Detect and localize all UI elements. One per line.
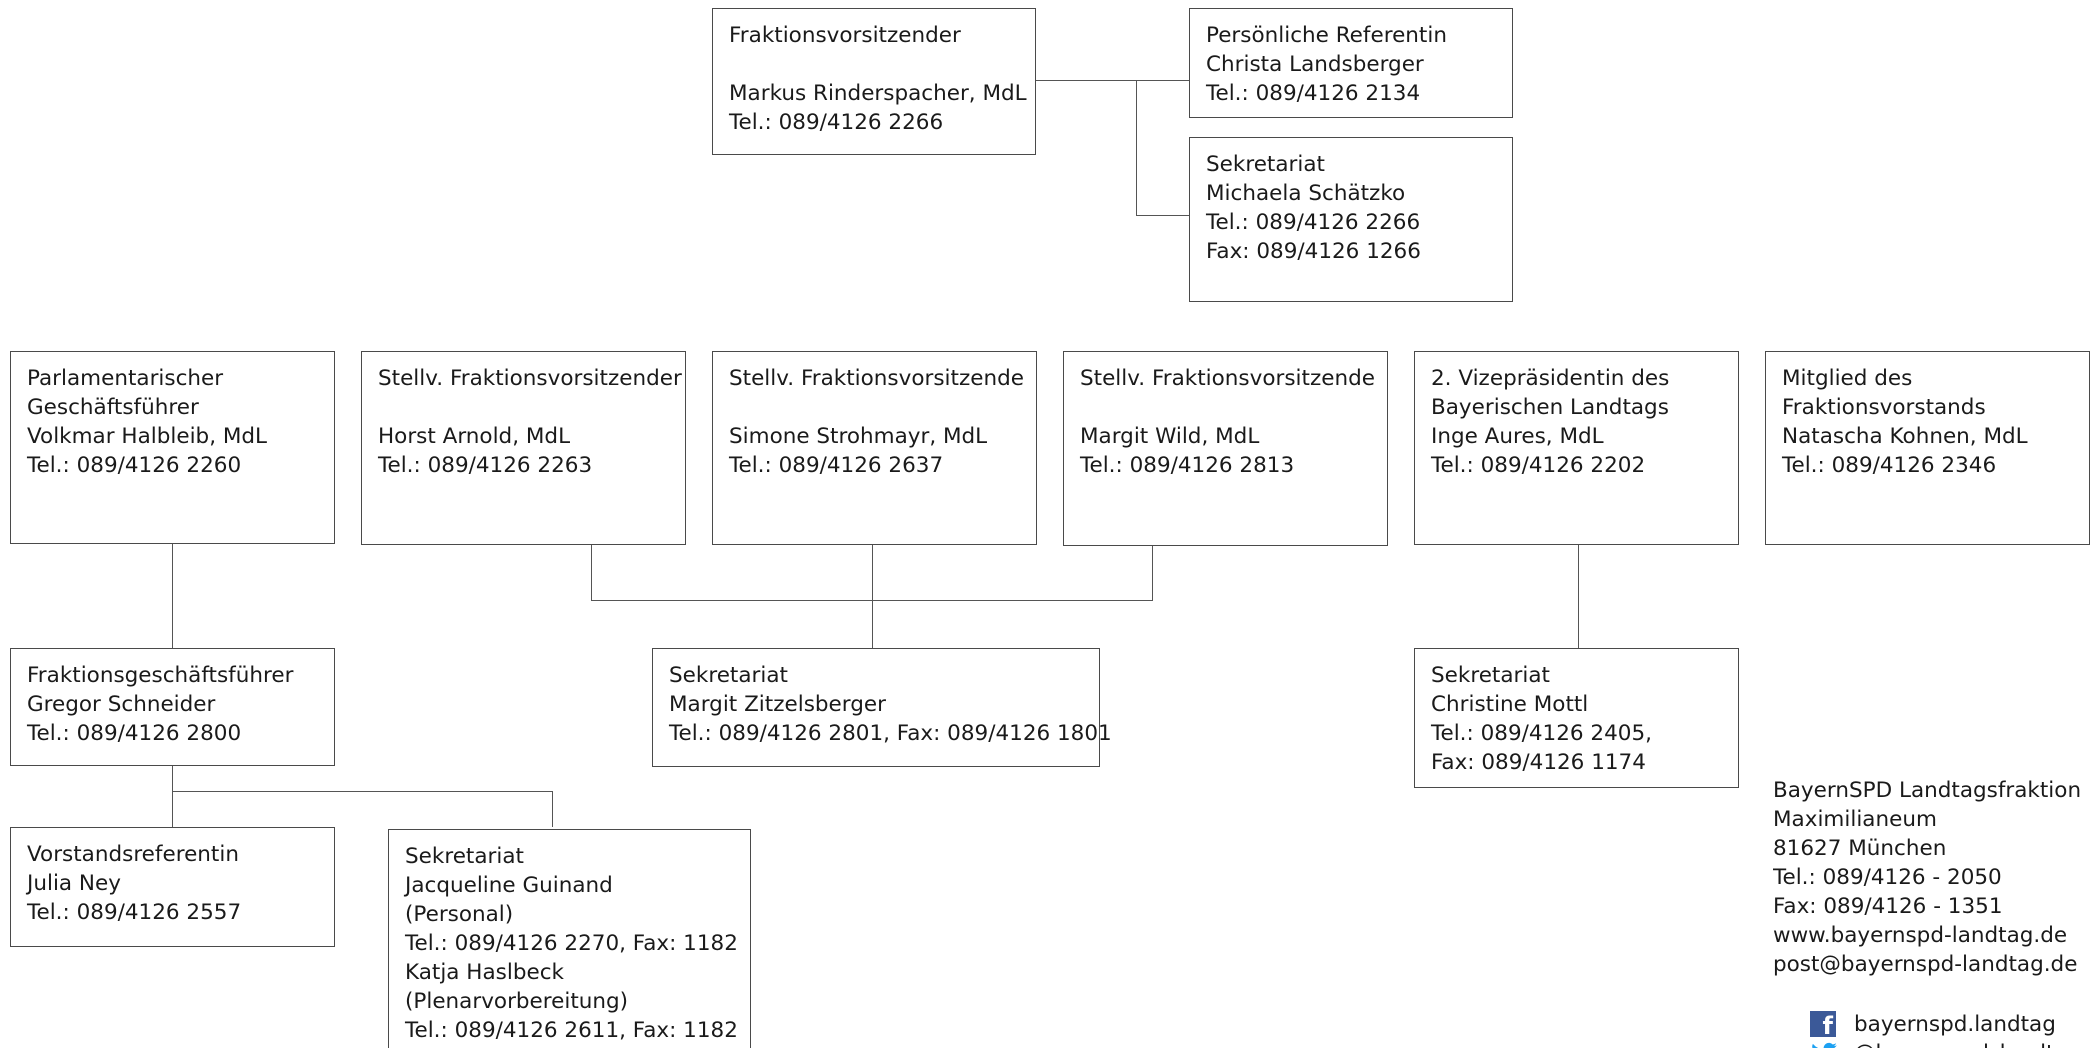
contact-phone: Tel.: 089/4126 - 2050 [1773,865,2002,890]
deputy-box: Parlamentarischer Geschäftsführer Volkma… [10,351,335,544]
box-title: Geschäftsführer [27,395,199,420]
connector-line [1152,545,1154,601]
person-name: Gregor Schneider [27,692,216,717]
board-referentin-box: Vorstandsreferentin Julia Ney Tel.: 089/… [10,827,335,947]
phone-number: Tel.: 089/4126 2405, [1431,721,1652,746]
website-link[interactable]: www.bayernspd-landtag.de [1773,923,2068,948]
box-title: Persönliche Referentin [1206,23,1447,48]
connector-line [172,791,553,793]
connector-line [1036,80,1189,82]
phone-number: Tel.: 089/4126 2346 [1782,453,1997,478]
connector-line [872,545,874,649]
connector-line [1136,215,1189,217]
connector-line [1136,80,1138,216]
person-role: (Plenarvorbereitung) [405,989,629,1014]
box-title: Mitglied des [1782,366,1913,391]
postal-city: 81627 München [1773,836,1947,861]
person-name: Margit Zitzelsberger [669,692,886,717]
box-title: Sekretariat [1431,663,1550,688]
phone-number: Tel.: 089/4126 2611, Fax: 1182 [405,1018,738,1043]
managing-director-secretariat-box: Sekretariat Jacqueline Guinand (Personal… [388,829,751,1048]
facebook-handle: bayernspd.landtag [1854,1012,2056,1037]
deputy-box: Stellv. Fraktionsvorsitzende Simone Stro… [712,351,1037,545]
person-name: Julia Ney [27,871,121,896]
connector-line [1578,545,1580,649]
building-name: Maximilianeum [1773,807,1937,832]
facebook-link[interactable]: f bayernspd.landtag [1810,1011,2096,1039]
phone-number: Tel.: 089/4126 2266 [1206,210,1421,235]
box-title: Bayerischen Landtags [1431,395,1669,420]
connector-line [552,791,554,827]
connector-line [172,765,174,827]
deputies-secretariat-box: Sekretariat Margit Zitzelsberger Tel.: 0… [652,648,1112,767]
person-name: Simone Strohmayr, MdL [729,424,988,449]
deputy-box: Stellv. Fraktionsvorsitzende Margit Wild… [1063,351,1388,546]
person-name: Katja Haslbeck [405,960,564,985]
phone-number: Tel.: 089/4126 2134 [1206,81,1421,106]
person-name: Michaela Schätzko [1206,181,1406,206]
phone-number: Tel.: 089/4126 2270, Fax: 1182 [405,931,738,956]
box-title: Sekretariat [1206,152,1325,177]
person-name: Inge Aures, MdL [1431,424,1604,449]
box-title: Fraktionsgeschäftsführer [27,663,294,688]
phone-number: Tel.: 089/4126 2800 [27,721,242,746]
person-role: (Personal) [405,902,514,927]
organization-name: BayernSPD Landtagsfraktion [1773,778,2082,803]
chair-box: Fraktionsvorsitzender Markus Rinderspach… [712,8,1036,155]
chair-secretariat-box: Sekretariat Michaela Schätzko Tel.: 089/… [1189,137,1513,302]
twitter-link[interactable]: @bayernspd_landtag [1810,1040,2096,1048]
person-name: Volkmar Halbleib, MdL [27,424,268,449]
facebook-icon: f [1810,1011,1836,1037]
box-title: Fraktionsvorsitzender [729,23,961,48]
contact-block: BayernSPD Landtagsfraktion Maximilianeum… [1773,776,2096,979]
phone-number: Tel.: 089/4126 2202 [1431,453,1646,478]
phone-number: Tel.: 089/4126 2260 [27,453,242,478]
fax-number: Fax: 089/4126 1174 [1431,750,1646,775]
phone-number: Tel.: 089/4126 2557 [27,900,242,925]
box-title: Parlamentarischer [27,366,224,391]
box-title: Sekretariat [669,663,788,688]
phone-number: Tel.: 089/4126 2813 [1080,453,1295,478]
box-title: Stellv. Fraktionsvorsitzende [729,366,1024,391]
vice-president-secretariat-box: Sekretariat Christine Mottl Tel.: 089/41… [1414,648,1739,788]
twitter-icon [1812,1042,1837,1048]
box-title: Sekretariat [405,844,524,869]
person-name: Christa Landsberger [1206,52,1424,77]
twitter-handle: @bayernspd_landtag [1854,1040,2081,1048]
contact-fax: Fax: 089/4126 - 1351 [1773,894,2003,919]
deputy-box: Mitglied des Fraktionsvorstands Natascha… [1765,351,2090,545]
person-name: Natascha Kohnen, MdL [1782,424,2028,449]
box-title: Fraktionsvorstands [1782,395,1986,420]
deputy-box: 2. Vizepräsidentin des Bayerischen Landt… [1414,351,1739,545]
phone-number: Tel.: 089/4126 2263 [378,453,593,478]
person-name: Jacqueline Guinand [405,873,613,898]
person-name: Markus Rinderspacher, MdL [729,81,1027,106]
box-title: Vorstandsreferentin [27,842,239,867]
person-name: Horst Arnold, MdL [378,424,571,449]
fax-number: Fax: 089/4126 1266 [1206,239,1421,264]
connector-line [591,545,593,601]
phone-number: Tel.: 089/4126 2637 [729,453,944,478]
connector-line [172,544,174,648]
phone-number: Tel.: 089/4126 2266 [729,110,944,135]
phone-number: Tel.: 089/4126 2801, Fax: 089/4126 1801 [669,721,1112,746]
box-title: Stellv. Fraktionsvorsitzender [378,366,682,391]
personal-referentin-box: Persönliche Referentin Christa Landsberg… [1189,8,1513,118]
person-name: Christine Mottl [1431,692,1589,717]
email-link[interactable]: post@bayernspd-landtag.de [1773,952,2078,977]
person-name: Margit Wild, MdL [1080,424,1260,449]
deputy-box: Stellv. Fraktionsvorsitzender Horst Arno… [361,351,686,545]
box-title: 2. Vizepräsidentin des [1431,366,1670,391]
box-title: Stellv. Fraktionsvorsitzende [1080,366,1375,391]
managing-director-box: Fraktionsgeschäftsführer Gregor Schneide… [10,648,335,766]
